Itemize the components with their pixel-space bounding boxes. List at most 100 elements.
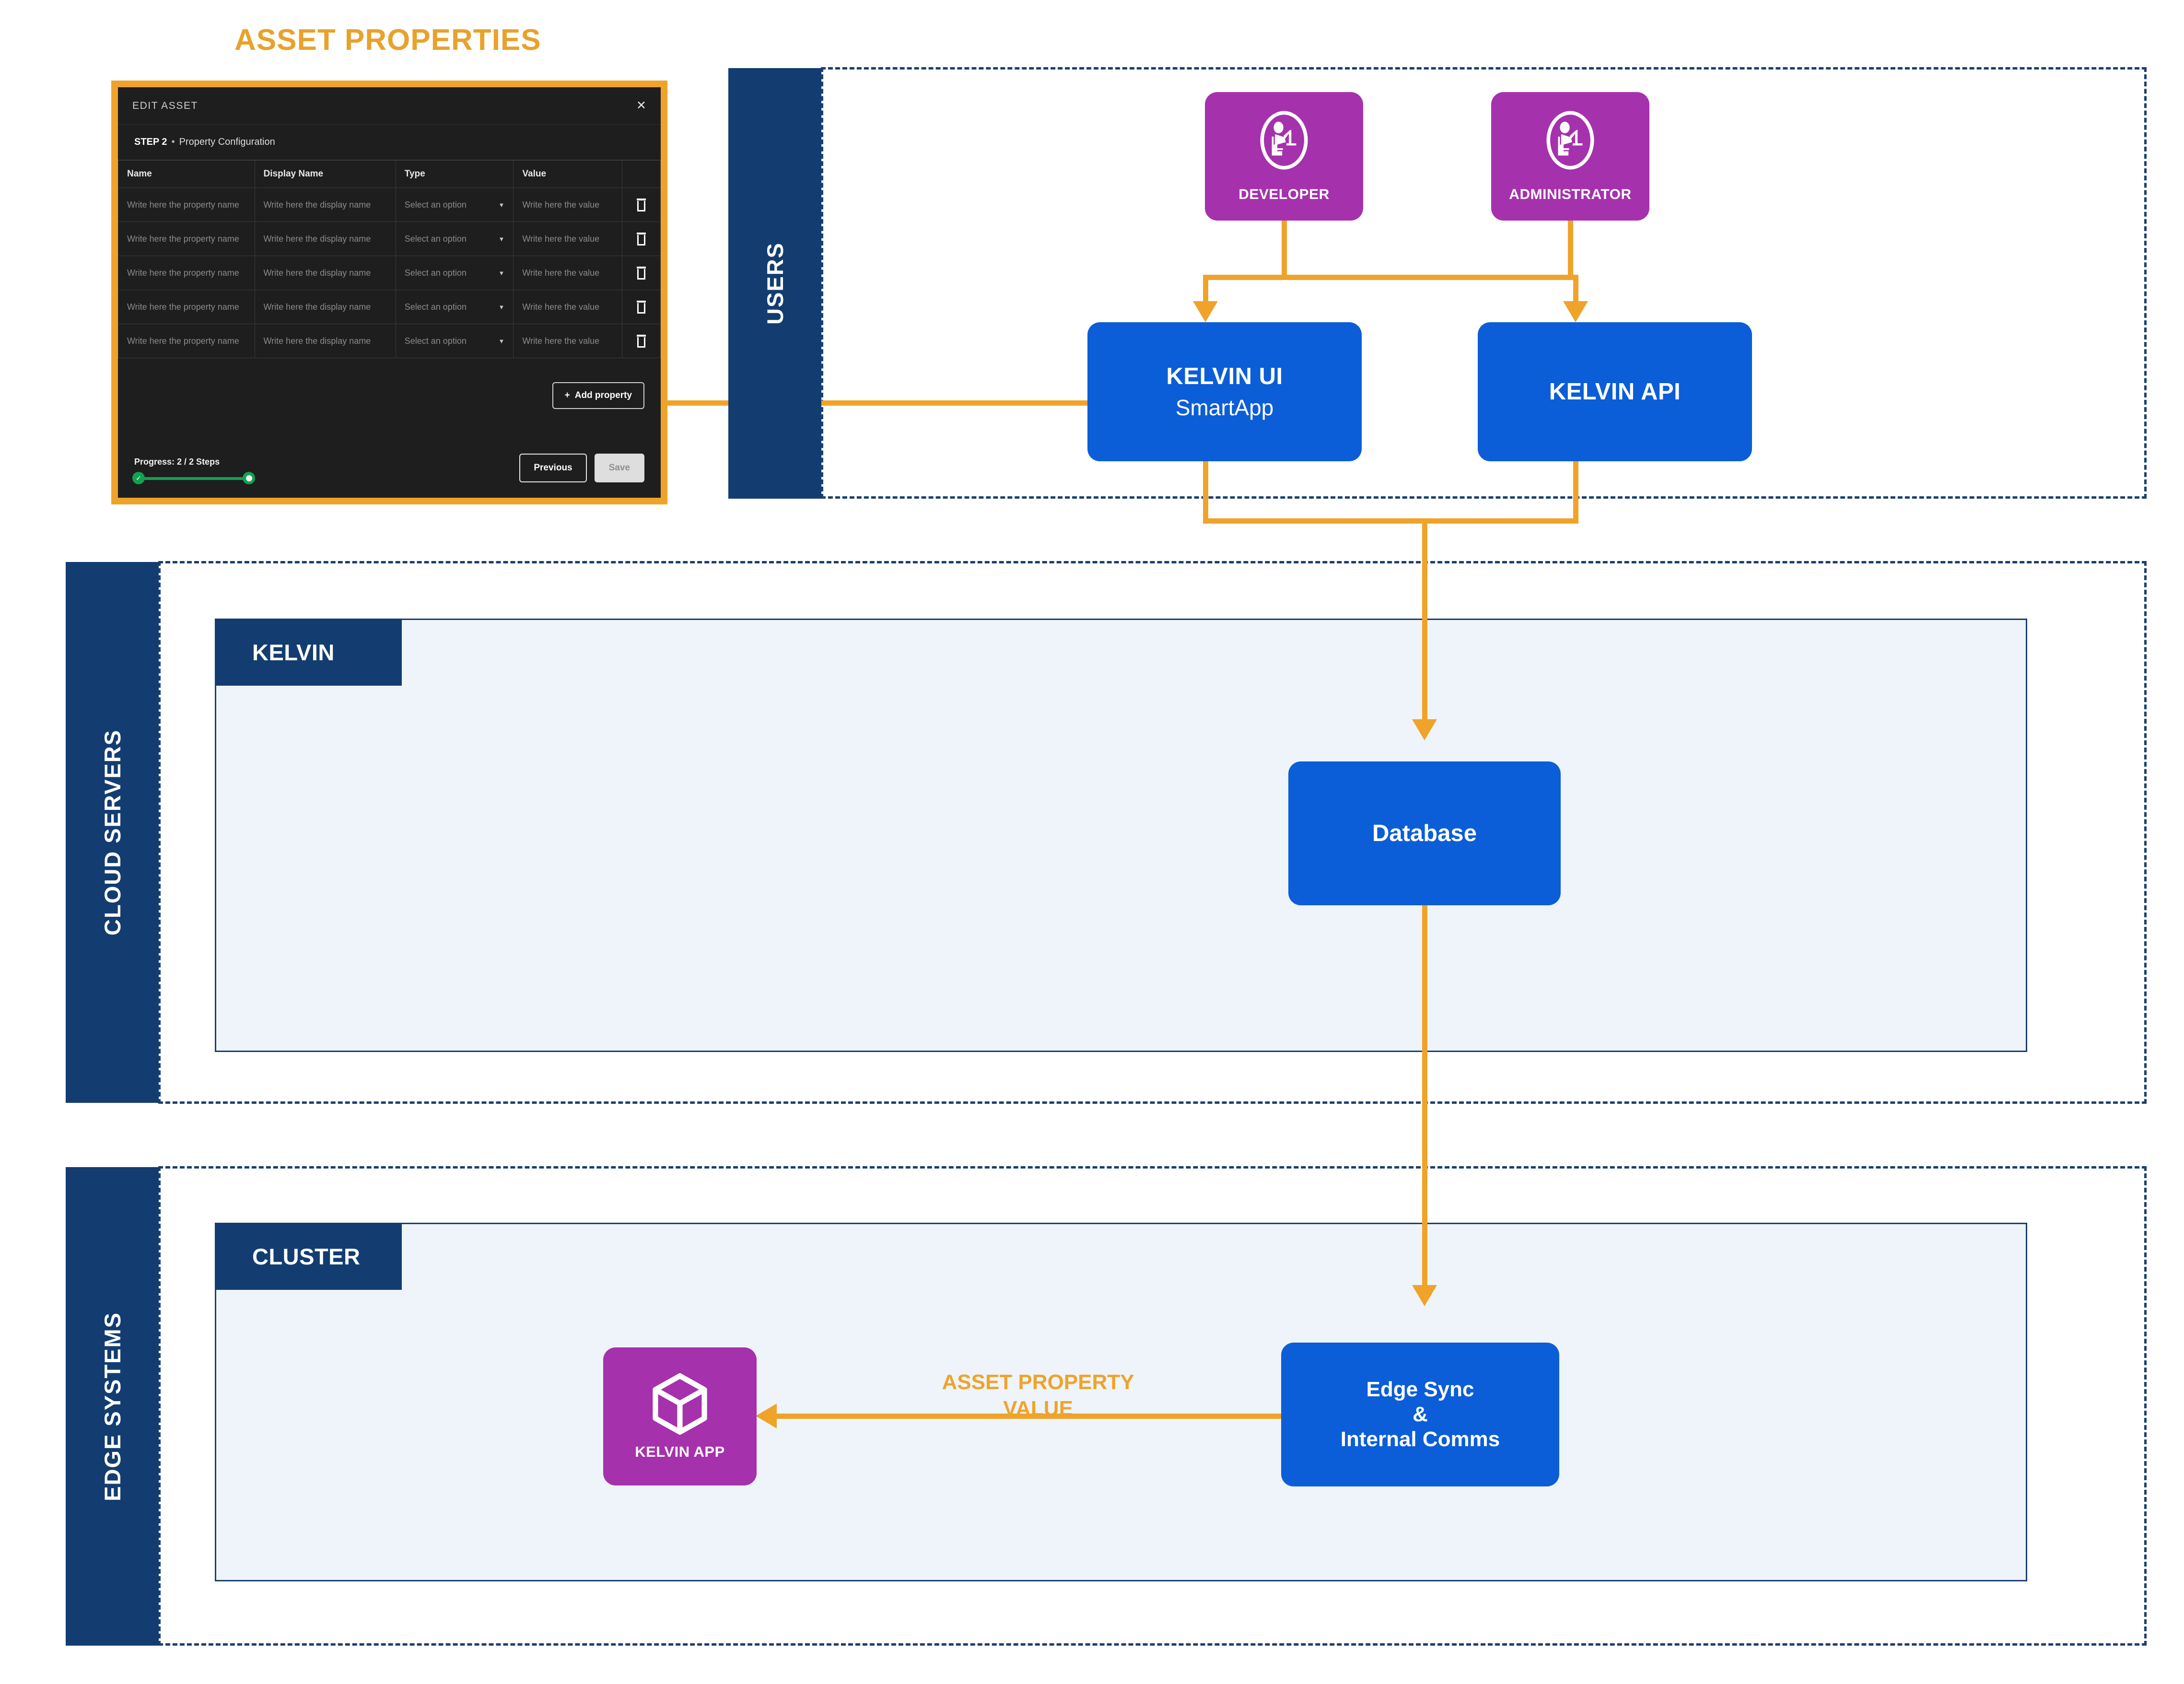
node-edge-sync-line2: & [1413, 1403, 1428, 1427]
progress-label: Progress: 2 / 2 Steps [134, 457, 220, 467]
chevron-down-icon: ▼ [498, 201, 505, 209]
edit-asset-modal: EDIT ASSET ✕ STEP 2 • Property Configura… [118, 87, 661, 498]
zone-cloud-servers-boundary [158, 561, 2147, 1104]
property-name-input[interactable]: Write here the property name [127, 199, 239, 210]
column-header-type: Type [395, 160, 514, 188]
cell-type: Select an option▼ [395, 324, 514, 358]
display-name-input[interactable]: Write here the display name [263, 336, 371, 346]
connector-edge-sync-to-kelvin-app [777, 1414, 1283, 1419]
node-edge-sync[interactable]: Edge Sync & Internal Comms [1281, 1343, 1559, 1486]
connector-bus-to-kelvin-ui [1203, 275, 1208, 309]
value-input[interactable]: Write here the value [522, 336, 600, 346]
step-separator: • [171, 137, 175, 147]
cell-type: Select an option▼ [395, 256, 514, 290]
type-select-value: Select an option [404, 302, 467, 312]
cell-name: Write here the property name [118, 187, 255, 222]
trash-icon[interactable] [636, 232, 647, 246]
cell-actions [621, 187, 661, 222]
panel-label-cluster: CLUSTER [215, 1223, 402, 1290]
table-row: Write here the property name Write here t… [118, 256, 661, 290]
user-at-desk-icon [1540, 110, 1601, 182]
step-label: Property Configuration [179, 137, 275, 147]
asset-properties-modal-frame: EDIT ASSET ✕ STEP 2 • Property Configura… [111, 81, 667, 504]
node-kelvin-ui-line1: KELVIN UI [1166, 363, 1283, 389]
value-input[interactable]: Write here the value [522, 234, 600, 244]
cell-name: Write here the property name [118, 290, 255, 324]
type-select[interactable]: Select an option▼ [405, 302, 505, 312]
cell-value: Write here the value [513, 324, 622, 358]
display-name-input[interactable]: Write here the display name [263, 268, 371, 278]
add-property-button[interactable]: +Add property [552, 382, 644, 409]
save-button[interactable]: Save [594, 454, 644, 482]
progress-step-2[interactable] [243, 472, 255, 484]
node-administrator[interactable]: ADMINISTRATOR [1491, 92, 1649, 221]
cell-name: Write here the property name [118, 222, 255, 256]
arrowhead-to-kelvin-api [1563, 301, 1588, 322]
node-kelvin-ui[interactable]: KELVIN UI SmartApp [1087, 322, 1362, 461]
cell-actions [621, 256, 661, 290]
panel-label-kelvin-text: KELVIN [252, 639, 335, 665]
value-input[interactable]: Write here the value [522, 268, 600, 278]
type-select-value: Select an option [404, 199, 467, 210]
trash-icon[interactable] [636, 266, 647, 280]
progress-line [139, 477, 248, 480]
connector-modal-to-kelvin-ui [667, 400, 1089, 406]
column-header-name: Name [118, 160, 255, 188]
type-select[interactable]: Select an option▼ [405, 268, 505, 278]
previous-button[interactable]: Previous [519, 454, 587, 482]
property-name-input[interactable]: Write here the property name [127, 234, 239, 244]
progress-block: Progress: 2 / 2 Steps ✓ [132, 457, 255, 484]
modal-footer-buttons: Previous Save [519, 454, 644, 482]
property-table: Name Display Name Type Value Write here … [118, 160, 661, 358]
type-select[interactable]: Select an option▼ [405, 336, 505, 346]
node-kelvin-api-line1: KELVIN API [1549, 379, 1681, 405]
connector-administrator-down [1568, 221, 1573, 278]
trash-icon[interactable] [636, 300, 647, 314]
check-icon: ✓ [136, 474, 141, 482]
node-database[interactable]: Database [1288, 761, 1561, 905]
connector-apps-bus [1203, 518, 1578, 524]
zone-label-edge-systems: EDGE SYSTEMS [66, 1167, 159, 1646]
modal-step-bar: STEP 2 • Property Configuration [118, 125, 661, 160]
modal-titlebar: EDIT ASSET ✕ [118, 87, 661, 125]
modal-footer: Progress: 2 / 2 Steps ✓ Previous Save [118, 426, 661, 498]
cell-value: Write here the value [513, 290, 622, 324]
panel-kelvin [215, 619, 2027, 1052]
close-icon[interactable]: ✕ [636, 99, 646, 112]
table-header-row: Name Display Name Type Value [118, 160, 661, 188]
node-developer-label: DEVELOPER [1238, 187, 1330, 202]
property-name-input[interactable]: Write here the property name [127, 336, 239, 346]
value-input[interactable]: Write here the value [522, 199, 600, 210]
node-developer[interactable]: DEVELOPER [1205, 92, 1363, 221]
connector-users-bus [1203, 275, 1578, 280]
cell-display-name: Write here the display name [254, 324, 396, 358]
cell-actions [621, 222, 661, 256]
progress-step-1[interactable]: ✓ [132, 472, 145, 484]
type-select-value: Select an option [404, 268, 467, 278]
edge-label-asset-property-value: ASSET PROPERTY VALUE [897, 1369, 1180, 1422]
type-select[interactable]: Select an option ▼ [405, 200, 505, 210]
value-input[interactable]: Write here the value [522, 302, 600, 312]
edge-label-line2: VALUE [1003, 1397, 1073, 1420]
node-kelvin-app[interactable]: KELVIN APP [603, 1347, 757, 1485]
node-kelvin-api[interactable]: KELVIN API [1478, 322, 1752, 461]
type-select-value: Select an option [404, 234, 467, 244]
cell-name: Write here the property name [118, 256, 255, 290]
zone-label-cloud-servers: CLOUD SERVERS [66, 562, 159, 1103]
property-name-input[interactable]: Write here the property name [127, 302, 239, 312]
display-name-input[interactable]: Write here the display name [263, 234, 371, 244]
cell-type: Select an option▼ [395, 290, 514, 324]
zone-label-edge-systems-text: EDGE SYSTEMS [99, 1311, 125, 1501]
progress-stepper[interactable]: ✓ [132, 472, 255, 484]
edge-label-line1: ASSET PROPERTY [942, 1370, 1134, 1394]
trash-icon[interactable] [636, 198, 647, 211]
display-name-input[interactable]: Write here the display name [263, 302, 371, 312]
cell-value: Write here the value [513, 187, 622, 222]
arrowhead-to-kelvin-ui [1193, 301, 1218, 322]
display-name-input[interactable]: Write here the display name [263, 199, 371, 210]
connector-kelvin-ui-down [1203, 461, 1208, 524]
arrowhead-to-kelvin-app [756, 1403, 777, 1428]
type-select[interactable]: Select an option▼ [405, 234, 505, 244]
property-name-input[interactable]: Write here the property name [127, 268, 239, 278]
trash-icon[interactable] [636, 334, 647, 348]
